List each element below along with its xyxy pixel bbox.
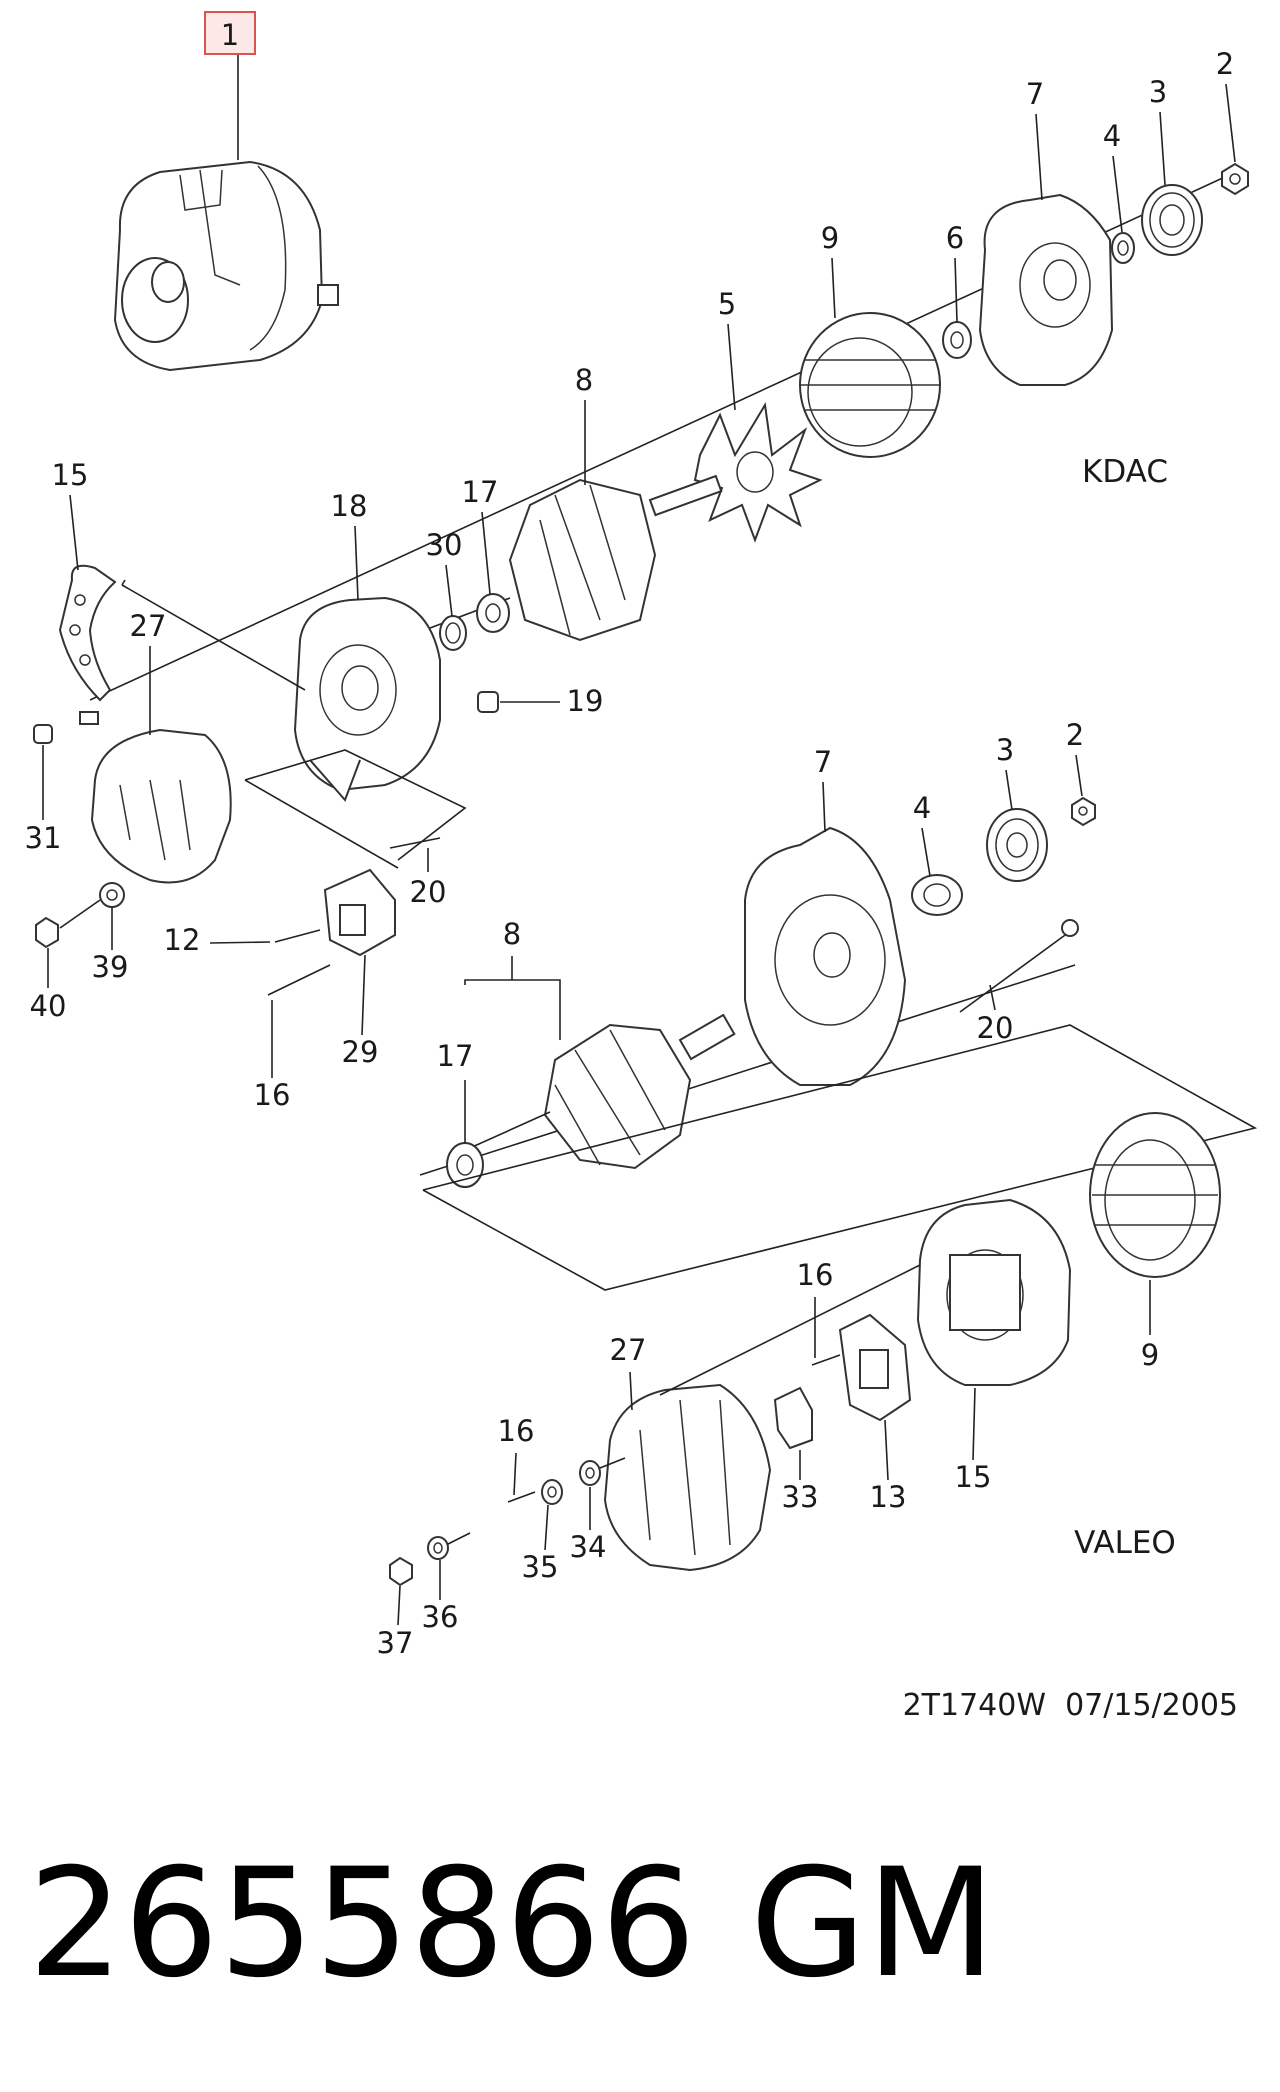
callout-1: 1 bbox=[221, 18, 239, 52]
valeo-callout-3: 3 bbox=[996, 733, 1014, 767]
kdac-callout-19: 19 bbox=[567, 684, 604, 718]
kdac-callout-18: 18 bbox=[331, 489, 368, 523]
kdac-callout-12: 12 bbox=[164, 923, 201, 957]
kdac-callout-2: 2 bbox=[1216, 47, 1234, 81]
valeo-callout-4: 4 bbox=[913, 791, 931, 825]
kdac-callout-16: 16 bbox=[254, 1078, 291, 1112]
kdac-callout-27: 27 bbox=[130, 609, 167, 643]
manufacturer: GM bbox=[750, 1837, 996, 2011]
valeo-callout-16b: 16 bbox=[498, 1414, 535, 1448]
kdac-callout-15: 15 bbox=[52, 458, 89, 492]
kdac-callout-9: 9 bbox=[821, 221, 839, 255]
kdac-callout-5: 5 bbox=[718, 287, 736, 321]
kdac-callout-17: 17 bbox=[462, 475, 499, 509]
kdac-callout-4: 4 bbox=[1103, 119, 1121, 153]
valeo-callout-36: 36 bbox=[422, 1600, 459, 1634]
valeo-callout-13: 13 bbox=[870, 1480, 907, 1514]
part-1-assembled-alternator: 1 bbox=[113, 11, 339, 372]
valeo-callout-15: 15 bbox=[955, 1460, 992, 1494]
valeo-callout-33: 33 bbox=[782, 1480, 819, 1514]
figure-code-date: 2T1740W 07/15/2005 bbox=[903, 1688, 1238, 1723]
valeo-callout-20: 20 bbox=[977, 1011, 1014, 1045]
valeo-callout-37: 37 bbox=[377, 1626, 414, 1660]
kdac-callout-30: 30 bbox=[426, 528, 463, 562]
valeo-callout-16a: 16 bbox=[797, 1258, 834, 1292]
kdac-callout-31: 31 bbox=[25, 821, 62, 855]
valeo-callout-9: 9 bbox=[1141, 1338, 1159, 1372]
kdac-callout-20: 20 bbox=[410, 875, 447, 909]
kdac-callout-8: 8 bbox=[575, 363, 593, 397]
callout-1-highlight-box[interactable] bbox=[204, 11, 256, 55]
kdac-callout-6: 6 bbox=[946, 221, 964, 255]
valeo-callout-27: 27 bbox=[610, 1333, 647, 1367]
valeo-callout-35: 35 bbox=[522, 1550, 559, 1584]
valeo-callout-17: 17 bbox=[437, 1039, 474, 1073]
brand-valeo: VALEO bbox=[1074, 1525, 1176, 1561]
kdac-callout-40: 40 bbox=[30, 989, 67, 1023]
valeo-callout-7: 7 bbox=[814, 745, 832, 779]
kdac-assembly: 2 3 4 7 6 9 5 bbox=[25, 47, 1249, 1112]
part-number: 2655866 bbox=[28, 1837, 696, 2011]
kdac-callout-39: 39 bbox=[92, 950, 129, 984]
brand-kdac: KDAC bbox=[1082, 454, 1168, 490]
valeo-callout-2: 2 bbox=[1066, 718, 1084, 752]
valeo-callout-34: 34 bbox=[570, 1530, 607, 1564]
valeo-assembly: 2 3 4 7 20 8 17 bbox=[377, 718, 1258, 1660]
kdac-callout-7: 7 bbox=[1026, 77, 1044, 111]
valeo-callout-8: 8 bbox=[503, 917, 521, 951]
kdac-callout-29: 29 bbox=[342, 1035, 379, 1069]
kdac-callout-3: 3 bbox=[1149, 75, 1167, 109]
